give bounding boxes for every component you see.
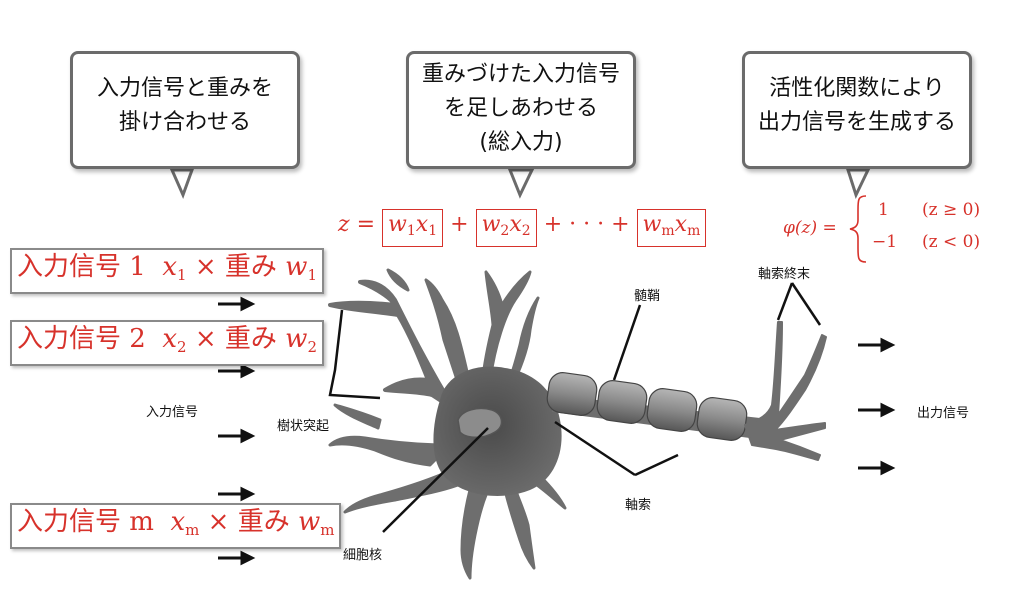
input-w: w <box>298 507 320 537</box>
bubble-line: (総入力) <box>409 126 633 160</box>
weight-label: 重み <box>225 324 277 354</box>
times-sign: × <box>195 252 217 282</box>
term-w-sub: m <box>661 223 674 239</box>
bubble-weight-multiply: 入力信号と重みを 掛け合わせる <box>70 51 300 169</box>
weight-label: 重み <box>238 507 290 537</box>
term-x-sub: 2 <box>522 223 531 239</box>
case-value: 1 <box>878 200 922 220</box>
bubble-tail-sum <box>510 170 532 195</box>
bubble-line: 重みづけた入力信号 <box>409 58 633 92</box>
case-condition: (z < 0) <box>922 232 980 252</box>
input-x: x <box>170 507 185 537</box>
bubble-tail-activation <box>848 170 868 195</box>
label-axon: 軸索 <box>625 494 651 513</box>
term-w: w <box>388 212 407 237</box>
input-x-sub: m <box>185 521 199 539</box>
times-sign: × <box>195 324 217 354</box>
label-nucleus: 細胞核 <box>343 544 382 563</box>
piecewise-brace <box>850 196 866 262</box>
activation-lhs-text: φ(z) = <box>783 218 837 238</box>
bubble-line: を足しあわせる <box>409 92 633 126</box>
bubble-activation: 活性化関数により 出力信号を生成する <box>742 51 972 169</box>
label-myelin: 髄鞘 <box>634 285 660 304</box>
input-w-sub: 1 <box>307 266 317 284</box>
input-w-sub: 2 <box>307 338 317 356</box>
input-box-1: 入力信号 1 x1 × 重み w1 <box>10 248 324 294</box>
term-w-sub: 1 <box>407 223 416 239</box>
input-w: w <box>285 252 307 282</box>
case-condition: (z ≥ 0) <box>922 200 980 220</box>
input-x: x <box>162 324 177 354</box>
times-sign: × <box>208 507 230 537</box>
term-x: x <box>509 212 521 237</box>
input-x-sub: 1 <box>177 266 187 284</box>
input-box-m: 入力信号 m xm × 重み wm <box>10 503 341 549</box>
bubble-sum: 重みづけた入力信号 を足しあわせる (総入力) <box>406 51 636 169</box>
formula-plus: + <box>450 212 468 237</box>
bubble-tail-weight <box>172 170 192 195</box>
bubble-line: 活性化関数により <box>745 72 969 106</box>
formula-term-1: w1x1 <box>382 209 443 247</box>
formula-term-2: w2x2 <box>476 209 537 247</box>
input-w: w <box>285 324 307 354</box>
term-w-sub: 2 <box>500 223 509 239</box>
activation-case-1: 1(z ≥ 0) <box>878 200 980 220</box>
formula-ellipsis: + · · · + <box>544 212 630 237</box>
bubble-line: 掛け合わせる <box>73 106 297 140</box>
weight-label: 重み <box>225 252 277 282</box>
formula-term-m: wmxm <box>637 209 707 247</box>
input-name: 入力信号 1 <box>17 252 146 282</box>
axon-terminals <box>745 322 826 460</box>
label-axon-terminal: 軸索終末 <box>758 263 810 282</box>
term-x: x <box>416 212 428 237</box>
input-x-sub: 2 <box>177 338 187 356</box>
input-x: x <box>162 252 177 282</box>
cell-body <box>433 367 561 496</box>
activation-lhs: φ(z) = <box>783 218 837 238</box>
output-arrows <box>858 340 892 473</box>
term-x-sub: m <box>687 223 700 239</box>
bubble-line: 出力信号を生成する <box>745 106 969 140</box>
label-dendrite: 樹状突起 <box>277 415 329 434</box>
input-w-sub: m <box>320 521 334 539</box>
term-x-sub: 1 <box>428 223 437 239</box>
activation-case-2: −1(z < 0) <box>872 232 980 252</box>
formula-lhs: z = <box>338 212 375 237</box>
input-name: 入力信号 2 <box>17 324 146 354</box>
bubble-line: 入力信号と重みを <box>73 72 297 106</box>
term-w: w <box>482 212 501 237</box>
label-output-signal: 出力信号 <box>917 402 969 421</box>
input-name: 入力信号 m <box>17 507 154 537</box>
label-input-signal: 入力信号 <box>146 401 198 420</box>
total-input-formula: z = w1x1 + w2x2 + · · · + wmxm <box>338 209 706 247</box>
term-w: w <box>643 212 662 237</box>
case-value: −1 <box>872 232 922 252</box>
term-x: x <box>675 212 687 237</box>
input-box-2: 入力信号 2 x2 × 重み w2 <box>10 320 324 366</box>
